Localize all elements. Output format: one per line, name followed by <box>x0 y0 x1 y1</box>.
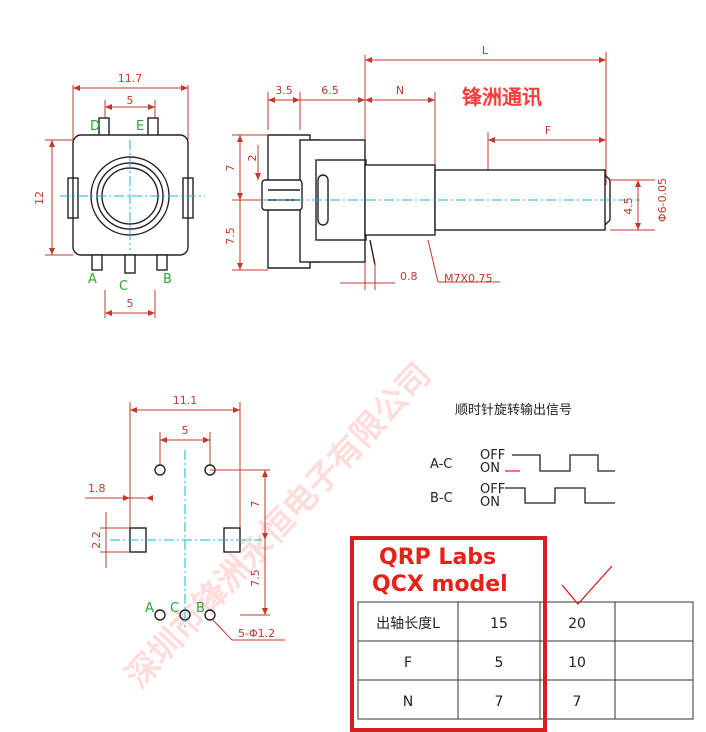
front-view: 11.7 5 D E A C B 12 <box>33 72 205 318</box>
dim-fp-holes: 5-Φ1.2 <box>238 627 275 640</box>
pin-label-a: A <box>88 272 97 287</box>
dim-side-h7: 7 <box>224 165 237 172</box>
side-view: 3.5 6.5 N L 锋洲通讯 F <box>224 44 669 290</box>
dim-side-l: L <box>482 44 489 57</box>
signal-label-ac: A-C <box>430 457 452 472</box>
dim-side-f: F <box>545 124 551 137</box>
overlay-line-1: QRP Labs <box>379 545 496 570</box>
dim-fp-spacing: 5 <box>182 424 189 437</box>
pin-label-b: B <box>163 272 172 287</box>
dim-fp-75: 7.5 <box>249 569 262 587</box>
watermark-text: 深圳市锋洲永恒电子有限公司 <box>117 355 438 695</box>
signal-title: 顺时针旋转输出信号 <box>455 402 572 418</box>
qrp-labs-overlay: QRP Labs QCX model <box>350 536 547 732</box>
signal-on-bc: ON <box>480 495 500 510</box>
overlay-line-2: QCX model <box>372 572 508 597</box>
dim-fp-width: 11.1 <box>173 394 198 407</box>
table-row-2-v1: 7 <box>495 694 504 710</box>
shaft-length-table: 出轴长度L 15 20 F 5 10 N 7 7 <box>357 565 694 720</box>
dim-side-65: 6.5 <box>321 84 339 97</box>
table-row-0-v2: 20 <box>568 616 586 632</box>
signal-on-ac: ON <box>480 461 500 476</box>
table-row-0-v1: 15 <box>490 616 508 632</box>
signal-diagram: 顺时针旋转输出信号 A-C OFF ON B-C OFF ON <box>430 402 615 510</box>
dim-fp-7: 7 <box>249 501 262 508</box>
dim-side-d45: 4.5 <box>622 197 635 215</box>
dim-side-thread: M7X0.75 <box>444 272 493 285</box>
footprint-view: 11.1 5 1.8 2.2 7 7.5 <box>85 394 285 641</box>
pin-label-c: C <box>119 279 128 294</box>
check-mark-icon <box>561 565 613 605</box>
dim-front-height: 12 <box>33 191 46 205</box>
dim-side-thickness: 0.8 <box>400 270 418 283</box>
table-row-1-v1: 5 <box>495 655 504 671</box>
pin-label-e: E <box>136 119 144 134</box>
dim-fp-22: 2.2 <box>90 531 103 549</box>
dim-side-h2: 2 <box>246 155 259 162</box>
table-row-0-header: 出轴长度L <box>376 616 440 632</box>
dim-fp-18: 1.8 <box>88 482 106 495</box>
dim-side-35: 3.5 <box>275 84 293 97</box>
table-row-1-v2: 10 <box>568 655 586 671</box>
dim-side-n: N <box>396 84 404 97</box>
table-row-2-header: N <box>403 694 413 710</box>
signal-off-ac: OFF <box>480 448 505 463</box>
dim-front-bottom-spacing: 5 <box>127 297 134 310</box>
signal-label-bc: B-C <box>430 491 453 506</box>
dim-front-pin-spacing: 5 <box>127 94 134 107</box>
table-row-2-v2: 7 <box>573 694 582 710</box>
dim-side-h75: 7.5 <box>224 227 237 245</box>
signal-off-bc: OFF <box>480 482 505 497</box>
pin-label-d: D <box>90 119 100 134</box>
table-row-1-header: F <box>404 655 412 671</box>
dim-front-width: 11.7 <box>118 72 143 85</box>
fp-pin-b: B <box>196 601 205 616</box>
brand-label: 锋洲通讯 <box>462 85 542 109</box>
fp-pin-c: C <box>170 601 179 616</box>
fp-pin-a: A <box>145 601 154 616</box>
dim-side-shaft: Φ6-0.05 <box>656 178 669 222</box>
highlight-box <box>350 536 547 732</box>
